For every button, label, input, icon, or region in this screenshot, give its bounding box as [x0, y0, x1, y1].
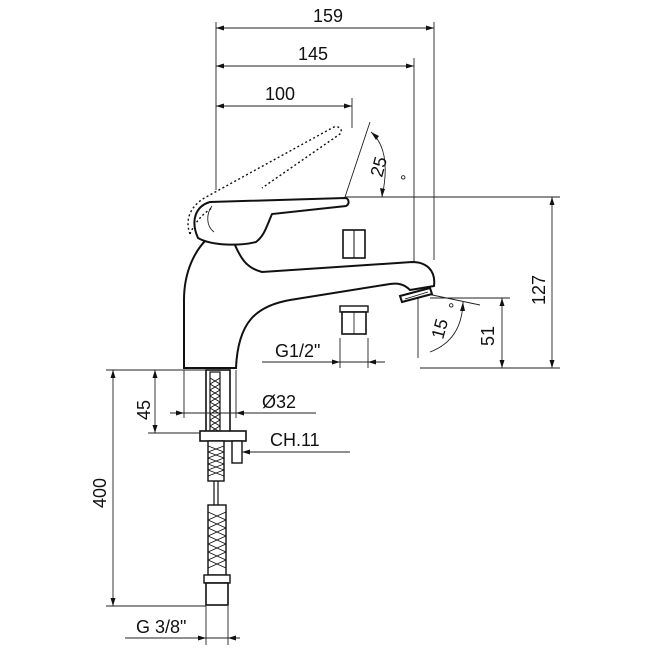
dimension-hose-length: 400: [90, 369, 206, 607]
dim-label-g12: G1/2": [275, 341, 320, 361]
dim-label-400: 400: [90, 478, 110, 508]
dimension-inlet-thread: G1/2": [262, 338, 385, 368]
dimension-lever-angle: 25 °: [344, 121, 406, 198]
dim-label-25: 25: [367, 155, 392, 180]
dimension-lever-reach: 100: [216, 84, 353, 128]
braided-hose-upper: [209, 371, 221, 437]
dim-label-100: 100: [265, 84, 295, 104]
dimension-nut-size: CH.11: [242, 430, 350, 455]
dim-label-145: 145: [298, 44, 328, 64]
dimension-spout-height: 51: [430, 297, 510, 368]
braided-hose-lower: [203, 504, 231, 606]
faucet-shank: [199, 369, 247, 505]
dimension-spout-width: 145: [216, 44, 415, 262]
dimension-hose-thread: G 3/8": [125, 606, 240, 645]
dim-label-51: 51: [478, 326, 498, 346]
degree-symbol-15: °: [448, 301, 454, 318]
dim-label-127: 127: [529, 275, 549, 305]
dim-label-45: 45: [134, 400, 154, 420]
dim-label-d32: Ø32: [262, 392, 296, 412]
dim-label-159: 159: [313, 6, 343, 26]
dim-label-15: 15: [428, 317, 453, 342]
dimension-body-diameter: Ø32: [170, 370, 316, 418]
faucet-body: [183, 125, 436, 369]
dimension-spout-angle: 15 °: [417, 291, 481, 358]
dimension-shank-length: 45: [134, 369, 206, 434]
dimension-overall-width: 159: [215, 6, 435, 260]
dim-label-g38: G 3/8": [136, 617, 186, 637]
degree-symbol-25: °: [400, 173, 406, 190]
dimension-overall-height: 127: [350, 196, 560, 369]
dim-label-ch11: CH.11: [270, 430, 320, 450]
